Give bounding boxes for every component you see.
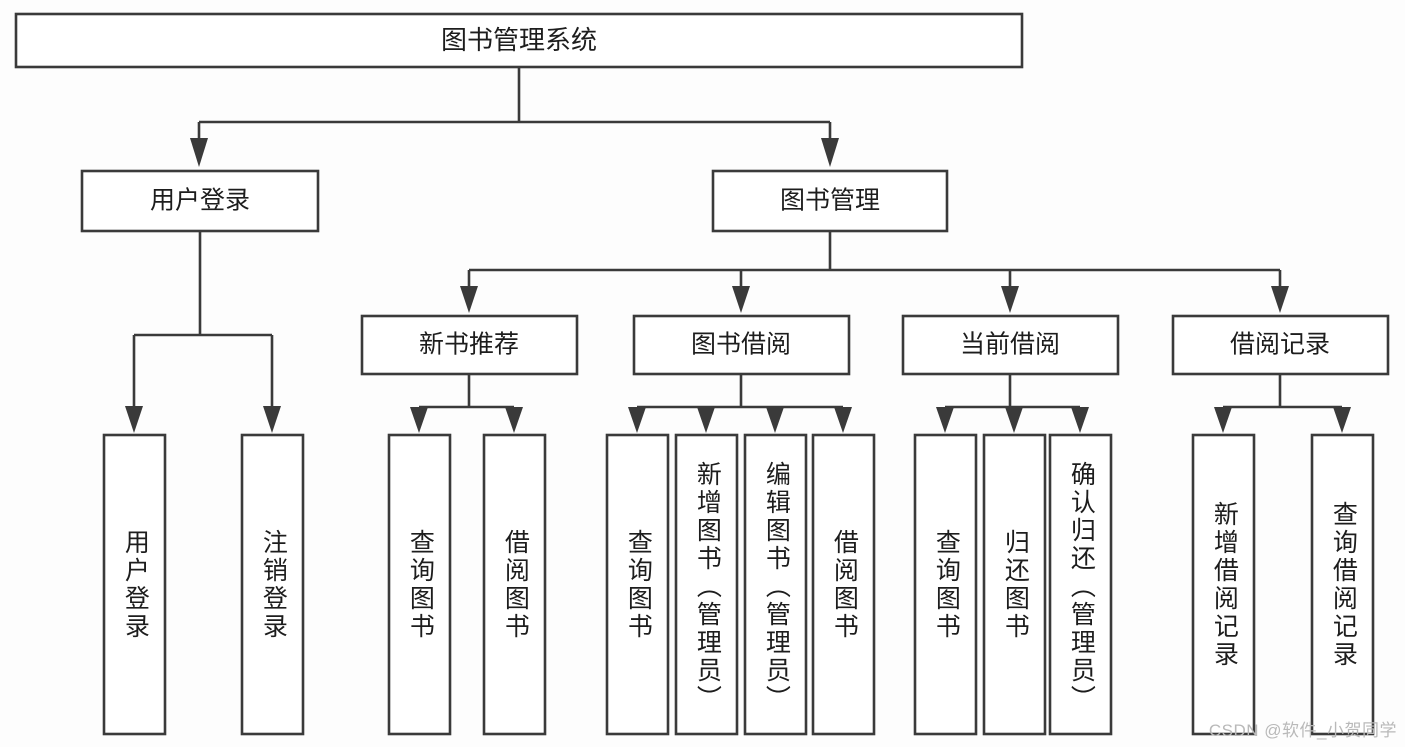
node-root-label: 图书管理系统 [441, 25, 597, 55]
node-leaf-borrow-book-2[interactable]: 借阅图书 [811, 433, 876, 736]
node-new-book-recommend-label: 新书推荐 [419, 331, 519, 359]
arrow-head-book-borrow [732, 286, 750, 313]
node-borrow-record[interactable]: 借阅记录 [1171, 314, 1390, 376]
node-current-borrow-box[interactable] [901, 314, 1120, 376]
arrow-head-user-login [190, 138, 208, 167]
node-leaf-borrow-book-1-label: 借阅图书 [501, 529, 530, 641]
node-leaf-add-book[interactable]: 新增图书（管理员） [674, 433, 739, 736]
connector-group-root [190, 67, 839, 167]
node-leaf-query-record-label: 查询借阅记录 [1329, 501, 1358, 669]
arrow-head-leaf-query-book-1 [410, 407, 428, 433]
node-leaf-return-book-label: 归还图书 [1001, 529, 1030, 641]
arrow-head-leaf-borrow-book-2 [834, 407, 852, 433]
node-leaf-user-logout-label: 注销登录 [259, 529, 288, 641]
node-borrow-record-label: 借阅记录 [1230, 331, 1330, 359]
node-leaf-query-book-3-box[interactable] [913, 433, 978, 736]
node-book-borrow[interactable]: 图书借阅 [632, 314, 851, 376]
arrow-head-leaf-edit-book [766, 407, 784, 433]
node-leaf-query-book-1-label: 查询图书 [406, 529, 435, 641]
node-leaf-user-login-box[interactable] [102, 433, 167, 736]
node-root-box[interactable] [14, 12, 1024, 69]
node-leaf-confirm-return-label: 确认归还（管理员） [1067, 461, 1096, 713]
arrow-head-leaf-query-book-2 [628, 407, 646, 433]
arrow-head-leaf-query-record [1333, 407, 1351, 433]
arrow-head-leaf-query-book-3 [936, 407, 954, 433]
node-leaf-query-book-2-label: 查询图书 [624, 529, 653, 641]
node-leaf-query-book-1[interactable]: 查询图书 [387, 433, 452, 736]
node-leaf-add-record-label: 新增借阅记录 [1210, 501, 1239, 669]
connector-group-borrow-record [1214, 374, 1351, 433]
node-leaf-query-book-3-label: 查询图书 [932, 529, 961, 641]
node-leaf-return-book-box[interactable] [982, 433, 1047, 736]
arrow-head-leaf-borrow-book-1 [505, 407, 523, 433]
node-leaf-user-logout-box[interactable] [240, 433, 305, 736]
arrow-head-leaf-add-book [697, 407, 715, 433]
connector-group-user-login [125, 231, 281, 433]
connector-group-book-borrow [628, 374, 852, 433]
node-new-book-recommend[interactable]: 新书推荐 [360, 314, 579, 376]
node-leaf-query-book-2[interactable]: 查询图书 [605, 433, 670, 736]
node-leaf-user-logout[interactable]: 注销登录 [240, 433, 305, 736]
node-book-management-label: 图书管理 [780, 187, 880, 215]
arrow-head-leaf-user-login [125, 406, 143, 433]
node-leaf-edit-book[interactable]: 编辑图书（管理员） [743, 433, 808, 736]
arrow-head-leaf-return-book [1005, 407, 1023, 433]
node-book-management-box[interactable] [711, 169, 949, 233]
connector-group-new-book-recommend [410, 374, 523, 433]
node-leaf-query-book-1-box[interactable] [387, 433, 452, 736]
node-leaf-add-book-label: 新增图书（管理员） [693, 461, 722, 713]
arrow-head-book-management [821, 138, 839, 167]
node-book-borrow-label: 图书借阅 [691, 331, 791, 359]
connector-group-book-management [460, 231, 1289, 313]
arrow-head-current-borrow [1001, 286, 1019, 313]
node-leaf-edit-book-label: 编辑图书（管理员） [762, 461, 791, 713]
node-leaf-borrow-book-2-box[interactable] [811, 433, 876, 736]
node-leaf-add-book-box[interactable] [674, 433, 739, 736]
node-borrow-record-box[interactable] [1171, 314, 1390, 376]
node-leaf-borrow-book-1[interactable]: 借阅图书 [482, 433, 547, 736]
node-book-borrow-box[interactable] [632, 314, 851, 376]
node-leaf-add-record[interactable]: 新增借阅记录 [1191, 433, 1256, 736]
node-new-book-recommend-box[interactable] [360, 314, 579, 376]
arrow-head-leaf-user-logout [263, 406, 281, 433]
arrow-head-leaf-confirm-return [1071, 407, 1089, 433]
node-leaf-user-login[interactable]: 用户登录 [102, 433, 167, 736]
node-root[interactable]: 图书管理系统 [14, 12, 1024, 69]
arrow-head-borrow-record [1271, 286, 1289, 313]
node-leaf-edit-book-box[interactable] [743, 433, 808, 736]
node-leaf-add-record-box[interactable] [1191, 433, 1256, 736]
node-leaf-user-login-label: 用户登录 [121, 529, 150, 641]
node-leaf-confirm-return[interactable]: 确认归还（管理员） [1048, 433, 1113, 736]
arrow-head-leaf-add-record [1214, 407, 1232, 433]
connector-group-current-borrow [936, 374, 1089, 433]
node-leaf-query-book-3[interactable]: 查询图书 [913, 433, 978, 736]
node-leaf-borrow-book-1-box[interactable] [482, 433, 547, 736]
node-current-borrow[interactable]: 当前借阅 [901, 314, 1120, 376]
node-leaf-return-book[interactable]: 归还图书 [982, 433, 1047, 736]
node-user-login-label: 用户登录 [150, 187, 250, 215]
node-leaf-query-record-box[interactable] [1310, 433, 1375, 736]
node-book-management[interactable]: 图书管理 [711, 169, 949, 233]
node-leaf-query-record[interactable]: 查询借阅记录 [1310, 433, 1375, 736]
node-current-borrow-label: 当前借阅 [960, 331, 1060, 359]
node-leaf-confirm-return-box[interactable] [1048, 433, 1113, 736]
node-leaf-borrow-book-2-label: 借阅图书 [830, 529, 859, 641]
node-user-login[interactable]: 用户登录 [80, 169, 320, 233]
arrow-head-new-book-recommend [460, 286, 478, 313]
node-leaf-query-book-2-box[interactable] [605, 433, 670, 736]
